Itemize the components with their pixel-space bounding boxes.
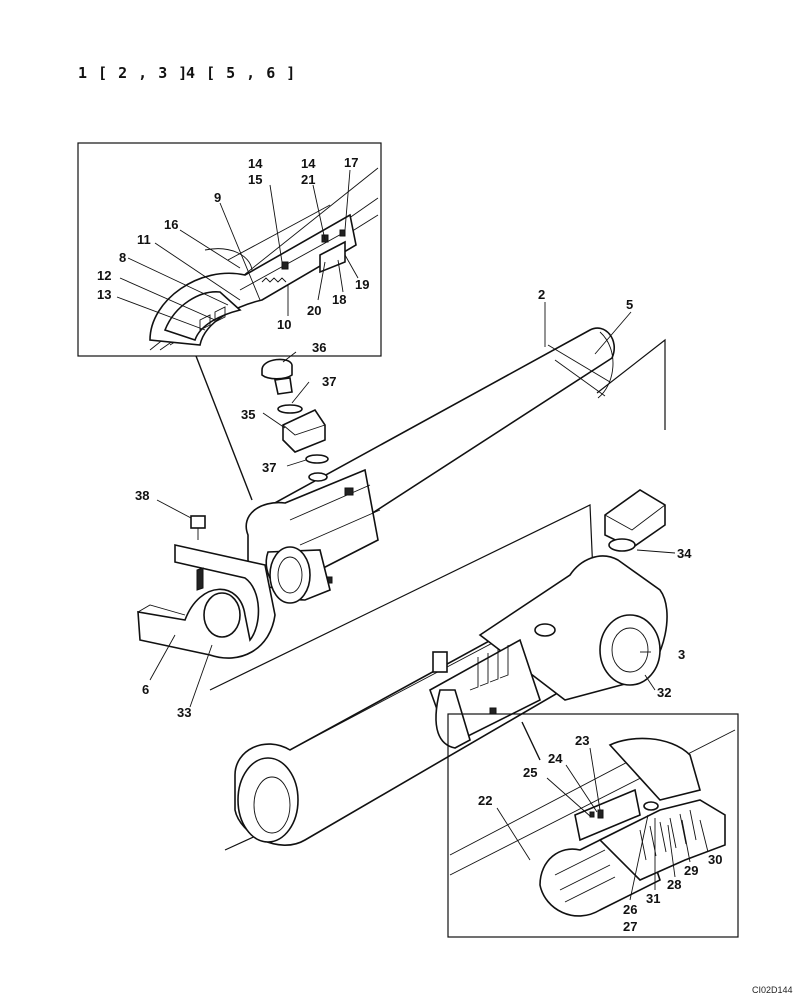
detail-box-rod-head [77, 142, 382, 357]
callout-14b: 14 [301, 156, 316, 171]
callout-17: 17 [344, 155, 358, 170]
callout-23: 23 [575, 733, 589, 748]
leader-lines [116, 169, 709, 901]
callout-labels: 2 3 5 6 8 9 10 11 12 13 14 15 14 21 16 1… [97, 155, 722, 934]
callout-3: 3 [678, 647, 685, 662]
detail-box-piston [447, 713, 739, 938]
callout-12: 12 [97, 268, 111, 283]
callout-27: 27 [623, 919, 637, 934]
callout-26: 26 [623, 902, 637, 917]
rod-assembly [245, 327, 615, 604]
callout-2: 2 [538, 287, 545, 302]
valve-parts [261, 358, 329, 464]
callout-18: 18 [332, 292, 346, 307]
callout-22: 22 [478, 793, 492, 808]
callout-31: 31 [646, 891, 660, 906]
callout-36: 36 [312, 340, 326, 355]
callout-11: 11 [137, 232, 151, 247]
callout-32: 32 [657, 685, 671, 700]
callout-13: 13 [97, 287, 111, 302]
callout-19: 19 [355, 277, 369, 292]
callout-35: 35 [241, 407, 255, 422]
callout-37a: 37 [322, 374, 336, 389]
cylinder-tube [234, 555, 668, 846]
callout-37b: 37 [262, 460, 276, 475]
callout-14a: 14 [248, 156, 263, 171]
outline-rod-box [596, 338, 666, 430]
callout-25: 25 [523, 765, 537, 780]
leader-detail-top [195, 355, 253, 501]
callout-8: 8 [119, 250, 126, 265]
screw-38 [190, 515, 206, 540]
rod-eye [137, 544, 276, 659]
callout-33: 33 [177, 705, 191, 720]
callout-9: 9 [214, 190, 221, 205]
drawing-code: CI02D144 [752, 985, 793, 995]
leader-detail-bottom [521, 721, 541, 761]
fitting-34 [604, 489, 666, 552]
callout-29: 29 [684, 863, 698, 878]
assembly-group-4: 4 [ 5 , 6 ] [186, 64, 297, 82]
detail-piston-drawing [449, 729, 736, 917]
callout-38: 38 [135, 488, 149, 503]
callout-21: 21 [301, 172, 315, 187]
callout-5: 5 [626, 297, 633, 312]
callout-16: 16 [164, 217, 178, 232]
assembly-group-1: 1 [ 2 , 3 ] [78, 64, 189, 82]
callout-34: 34 [677, 546, 692, 561]
callout-6: 6 [142, 682, 149, 697]
callout-15: 15 [248, 172, 262, 187]
detail-rod-head-drawing [149, 167, 379, 351]
callout-28: 28 [667, 877, 681, 892]
callout-30: 30 [708, 852, 722, 867]
callout-10: 10 [277, 317, 291, 332]
callout-20: 20 [307, 303, 321, 318]
callout-24: 24 [548, 751, 563, 766]
